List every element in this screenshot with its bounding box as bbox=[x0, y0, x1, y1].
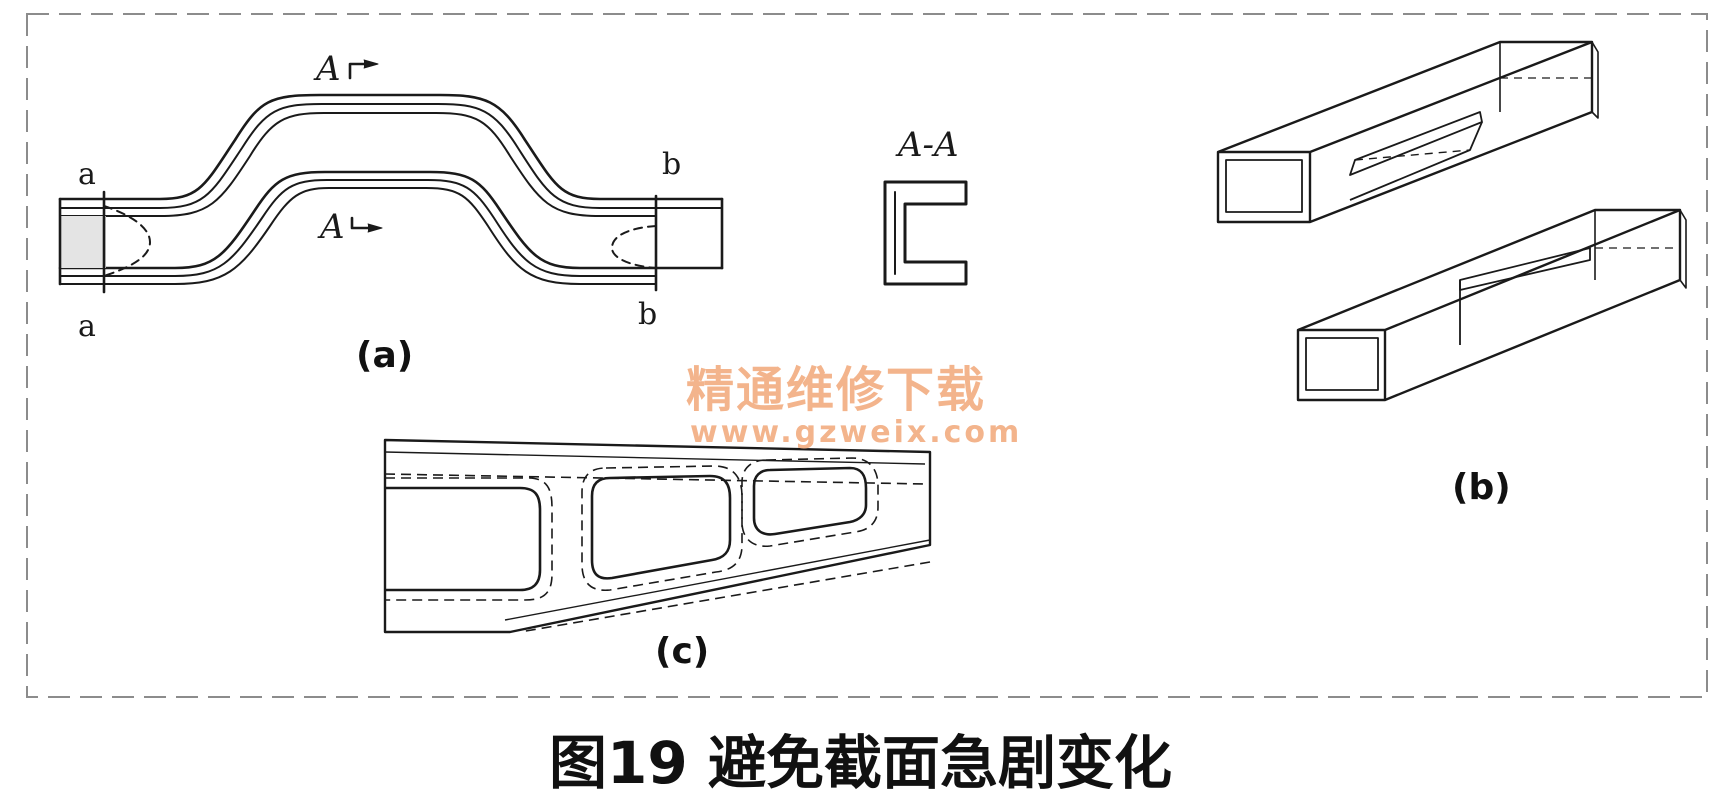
watermark-title: 精通维修下载 bbox=[686, 362, 987, 418]
panel-label-b: (b) bbox=[1452, 467, 1511, 508]
panel-label-a: (a) bbox=[356, 335, 414, 376]
section-marker-bottom: A bbox=[320, 207, 345, 247]
end-label-b-bottom: b bbox=[638, 297, 658, 332]
watermark-url: www.gzweix.com bbox=[690, 415, 1023, 450]
section-view-title: A-A bbox=[898, 125, 959, 165]
end-label-b-top: b bbox=[662, 147, 682, 182]
section-marker-top: A bbox=[316, 49, 341, 89]
figure-caption: 图19 避免截面急剧变化 bbox=[549, 729, 1172, 797]
panel-label-c: (c) bbox=[655, 631, 710, 672]
end-label-a-top: a bbox=[78, 157, 96, 192]
end-label-a-bottom: a bbox=[78, 309, 96, 344]
